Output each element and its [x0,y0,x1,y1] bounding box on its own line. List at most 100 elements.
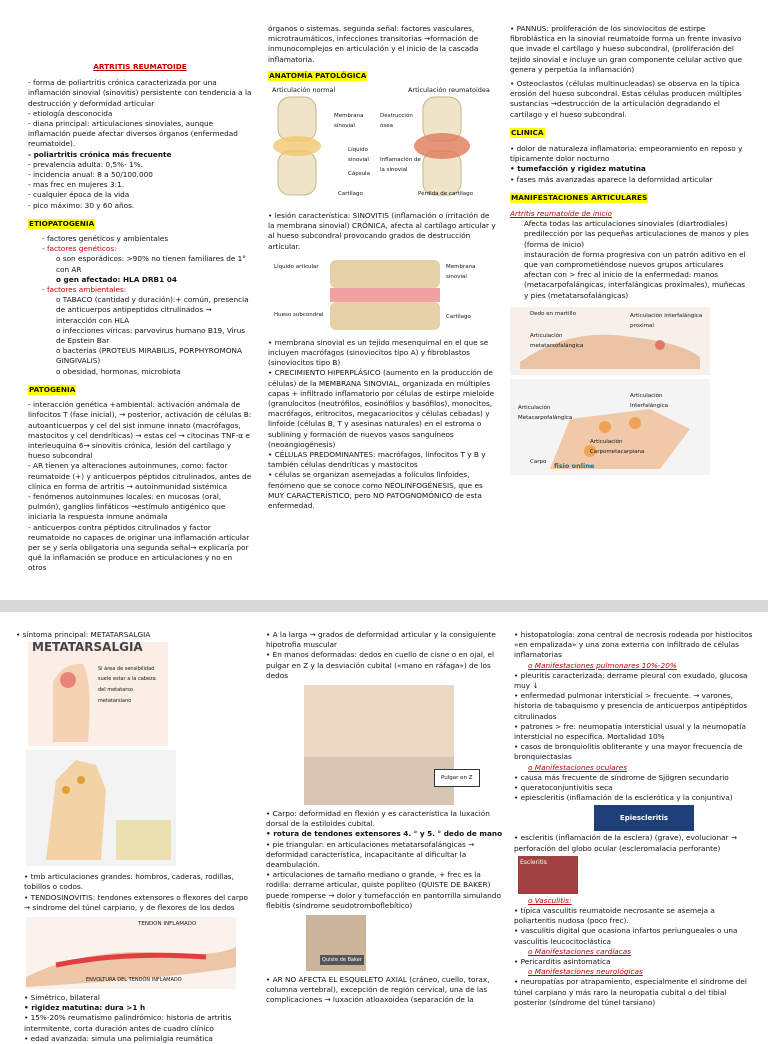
intro-item: - mas frec en mujeres 3:1. [28,180,125,190]
etio-item: o bacterias (PROTEUS MIRABILIS, PORPHYRO… [56,346,243,366]
manif-subheading: Artritis reumatoide de inicio [510,209,612,219]
hand-image: Articulación Metacarpofalángica Articula… [510,378,710,475]
pulgar-label: Pulgar en Z [434,769,480,788]
p2-item: • causa más frecuente de síndrome de Sjö… [514,772,729,782]
p2-item: • articulaciones de tamaño mediano o gra… [266,870,501,910]
etio-list: - factores genéticos y ambientales - fac… [28,234,252,377]
intro-item: - cualquier época de la vida [28,190,130,200]
col2-item: • membrana sinovial es un tejido mesenqu… [268,337,489,368]
col2-item: • células se organizan asemejadas a folí… [268,470,483,511]
joint-diagram: Articulación normal Articulación reumato… [268,85,498,203]
p2-col1-bottom-list: • Simétrico, bilateral • rigidez matutin… [16,993,256,1044]
diagram-label: Cartílago [338,191,363,198]
etio-item: o gen afectado: HLA DRB1 04 [56,274,177,284]
metatarsalgia-image: METATARSALGIA Si área de sensibilidad su… [28,641,168,747]
patogenia-heading: PATOGENIA [28,384,77,396]
clinica-item: • dolor de naturaleza inflamatoria: empe… [510,144,743,164]
etiopatogenia-heading: ETIOPATOGENIA [28,218,96,230]
intro-item: - poliartritis crónica más frecuente [28,149,172,159]
col2-item: • CÉLULAS PREDOMINANTES: macrófagos, lin… [268,450,486,470]
diagram-label: Articulación Metacarpofalángica [518,404,573,422]
diagram-label: Hueso subcondral [274,311,324,318]
etio-item: o son esporádicos: >90% no tienen famili… [56,254,246,274]
document-title: ARTRITIS REUMATOIDE [93,62,187,71]
etio-item: - factores genéticos y ambientales [42,234,169,244]
diagram-label: Cartílago [446,313,471,320]
pato-item: - interacción genética +ambiental: activ… [28,400,252,461]
intro-item: - diana principal: articulaciones sinovi… [28,119,238,149]
p2-item: • edad avanzada: simula una polimialgia … [24,1033,213,1043]
column-2: órganos o sistemas. segunda señal: facto… [268,24,498,511]
diagram-label: Cápsula [348,171,370,178]
hand-illustration [550,408,690,469]
hand-joints-illustration [46,760,171,861]
etio-item: - factores genéticos: [42,244,117,254]
clinica-heading: CLINICA [510,127,545,139]
quiste-label: Quiste de Baker [320,955,364,966]
baker-cyst-image: Quiste de Baker [306,915,366,972]
p2-item: • Pericarditis asintomatica [514,957,611,967]
deformed-hand-illustration [304,685,454,806]
diagram-label: Articulación interfalángica proximal [630,312,703,330]
epiescleritis-image: Epiescleritis [594,805,694,832]
etio-item: - factores ambientales: [42,285,127,295]
diagram-label: Carpo [530,458,547,465]
p2-item: • Carpo: deformidad en flexión y es cara… [266,809,490,829]
manif-list: Afecta todas las articulaciones sinovial… [510,219,750,301]
sintoma-principal: • síntoma principal: METATARSALGIA [16,630,151,639]
normal-joint-label: Articulación normal [272,86,336,95]
p2-item: • histopatología: zona central de necros… [514,630,753,660]
subheading: o Vasculitis: [528,895,572,905]
p2-item: • rotura de tendones extensores 4. ° y 5… [266,829,503,839]
manifestaciones-heading: MANIFESTACIONES ARTICULARES [510,192,649,204]
intro-item: - incidencia anual: 8 a 50/100.000 [28,170,153,180]
ra-joint-label: Articulación reumatoidea [408,86,490,95]
p2-item: • vasculitis digital que ocasiona infart… [514,926,738,946]
diagram-label: Articulación Carpometacarpiana [590,438,645,456]
pato-list: - interacción genética +ambiental: activ… [28,400,252,573]
hand-joints-image [26,750,176,867]
col3-item: • PANNUS: proliferación de los sinovioci… [510,24,743,74]
page-separator [0,600,768,612]
manif-item: predilección por las pequeñas articulaci… [524,229,749,249]
diagram-label: Dedo en martillo [530,310,576,317]
etio-item: o infecciones víricas: parvovirus humano… [56,325,246,346]
p2-item: • pie triangular: en articulaciones meta… [266,839,475,870]
foot-image: Dedo en martillo Articulación interfalán… [510,306,710,375]
manif-item: afectan con > frec al inicio de la enfer… [524,270,746,300]
col2-bottom-list: • membrana sinovial es un tejido mesenqu… [268,338,498,511]
joint-diagram-2: Líquido articular Membrana sinovial Hues… [268,258,498,332]
escleritis-image: Escleritis [518,855,578,894]
joint-illustration-2 [330,259,440,330]
pato-item: - fenómenos autoinmunes locales: en muco… [28,491,226,522]
diagram-label: Líquido sinovial [348,147,369,164]
p2-item: • patrones > fre: neumopatía intersticia… [514,721,746,742]
diagram-label: Líquido articular [274,263,319,270]
p2-item: • A la larga → grados de deformidad arti… [266,630,496,650]
p2-item: • TENDOSINOVITIS: tendones extensores o … [24,892,249,912]
col2-mid-text: • lesión característica: SINOVITIS (infl… [268,211,496,251]
tendon-illustration [26,947,236,988]
deformed-hand-image: Pulgar en Z [266,685,496,806]
p2-col1-mid-list: • tmb articulaciones grandes: hombros, c… [16,872,256,913]
p2-column-1: • síntoma principal: METATARSALGIA METAT… [16,630,256,1044]
p2-item: • En manos deformadas: dedos en cuello d… [266,650,495,680]
clinica-item: • tumefacción y rigidez matutina [510,164,646,174]
clinica-item: • fases más avanzadas aparece la deformi… [510,174,713,184]
p2-item: • enfermedad pulmonar intersticial > fre… [514,691,748,721]
manif-item: instauración de forma progresiva con un … [524,249,746,270]
col2-item: • CRECIMIENTO HIPERPLÁSICO (aumento en l… [268,368,495,449]
etio-item: o TABACO (cantidad y duración):+ común, … [56,295,249,325]
anatomia-heading: ANATOMÍA PATOLÓGICA [268,70,368,82]
pato-item: - anticuerpos contra péptidos citrulinad… [28,522,250,573]
pato-item: - AR tienen ya alteraciones autoinmunes,… [28,461,252,491]
p2-item: • rigidez matutina: dura >1 h [24,1003,146,1013]
joint-illustration [273,96,470,196]
foot-illustration [520,334,700,369]
intro-item: - pico máximo: 30 y 60 años. [28,200,135,210]
intro-item: - forma de poliartritis crónica caracter… [28,78,252,108]
diagram-label: Membrana sinovial [446,263,476,281]
foot-xray [53,664,90,743]
p2-item: • tmb articulaciones grandes: hombros, c… [24,872,234,892]
intro-item: - prevalencia adulta: 0,5%- 1%. [28,159,143,169]
